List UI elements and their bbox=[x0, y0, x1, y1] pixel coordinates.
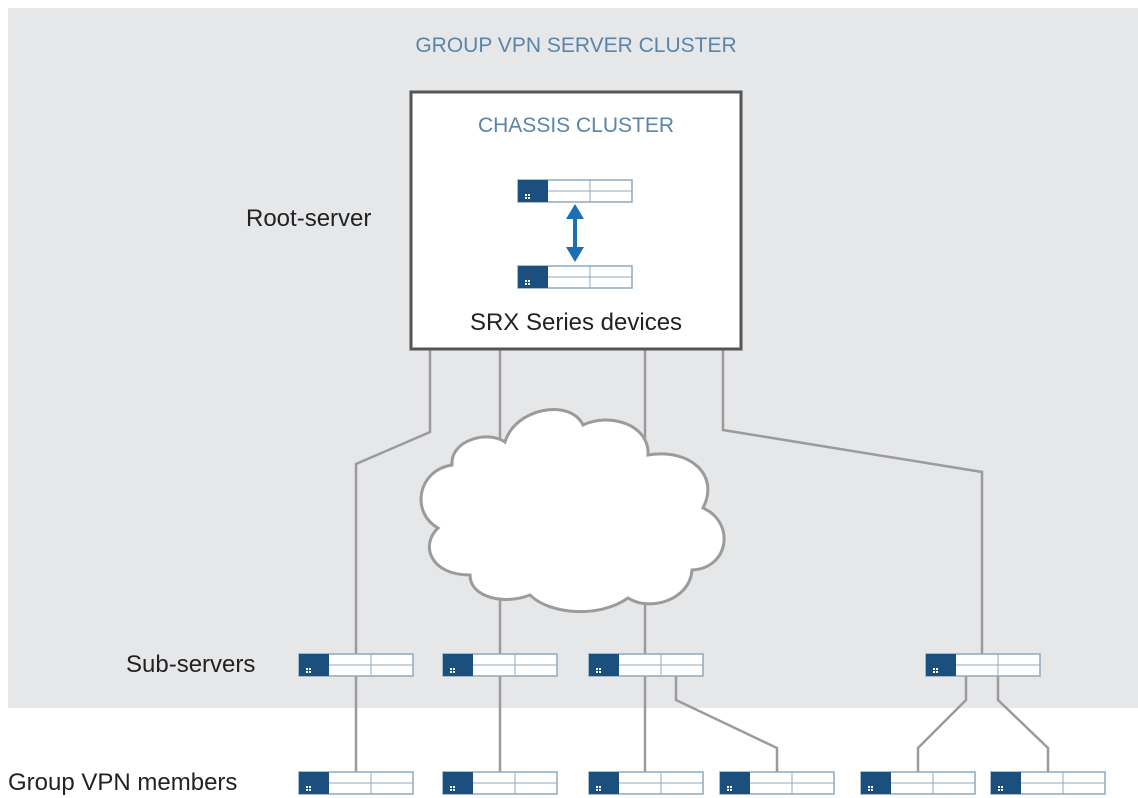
member-device-2 bbox=[442, 771, 558, 795]
member-device-6 bbox=[990, 771, 1106, 795]
root-server-device-secondary bbox=[517, 265, 633, 289]
sync-arrow-icon bbox=[566, 204, 584, 262]
network-cloud bbox=[419, 408, 726, 614]
link-subserver-4-to-member-6 bbox=[996, 676, 1050, 772]
sub-server-device-1 bbox=[298, 653, 414, 677]
chassis-title: CHASSIS CLUSTER bbox=[478, 114, 674, 137]
group-vpn-members-label: Group VPN members bbox=[8, 769, 237, 796]
member-device-3 bbox=[588, 771, 704, 795]
sub-server-device-3 bbox=[588, 653, 704, 677]
member-device-1 bbox=[298, 771, 414, 795]
member-device-4 bbox=[719, 771, 835, 795]
root-server-device-primary bbox=[517, 179, 633, 203]
sub-servers-label: Sub-servers bbox=[126, 651, 255, 678]
member-device-5 bbox=[860, 771, 976, 795]
link-subserver-4-to-member-5 bbox=[916, 676, 968, 772]
root-server-label: Root-server bbox=[246, 205, 371, 232]
srx-devices-label: SRX Series devices bbox=[470, 309, 682, 336]
link-root-to-subserver-1 bbox=[354, 350, 432, 654]
sub-server-device-4 bbox=[925, 653, 1041, 677]
link-root-to-subserver-4 bbox=[721, 350, 984, 654]
link-subserver-3-to-member-4 bbox=[674, 676, 779, 772]
cluster-title: GROUP VPN SERVER CLUSTER bbox=[415, 34, 736, 57]
sub-server-device-2 bbox=[442, 653, 558, 677]
